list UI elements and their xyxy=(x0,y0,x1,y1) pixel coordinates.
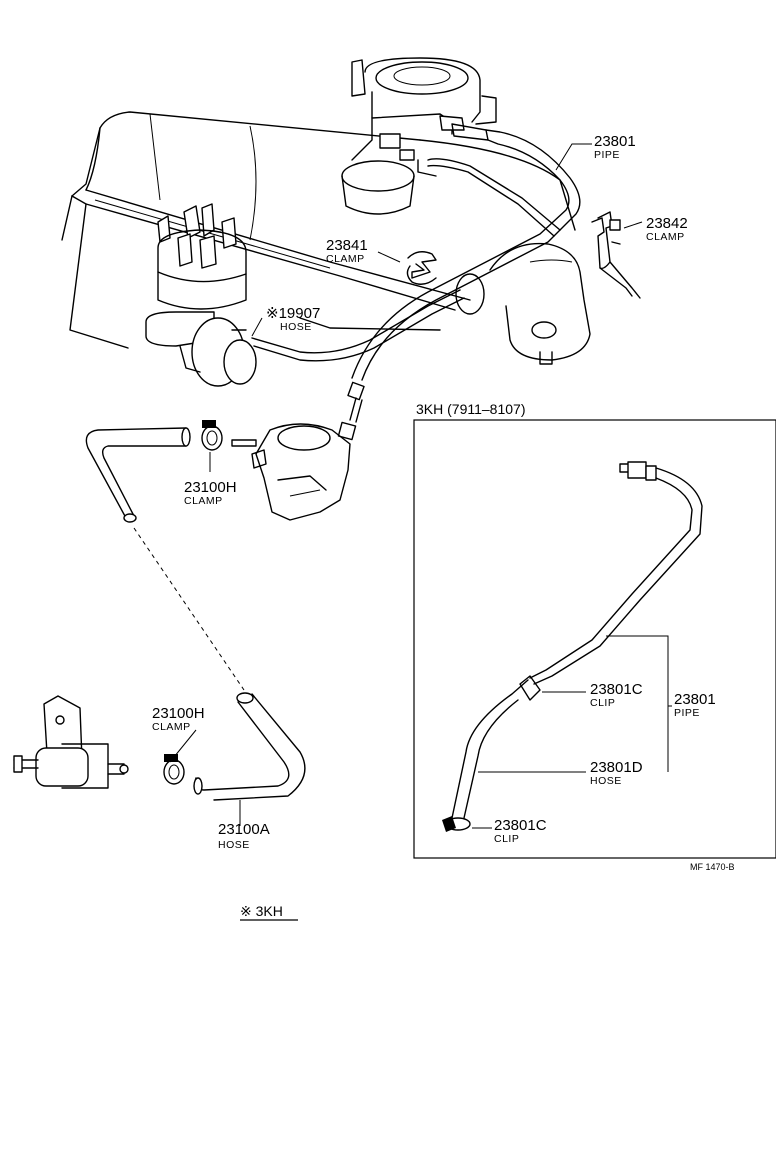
part-name: HOSE xyxy=(218,839,250,851)
label-23801: 23801 PIPE xyxy=(594,133,636,161)
part-name: CLAMP xyxy=(152,721,191,733)
clamp-23100h-bottom xyxy=(163,754,185,785)
figure-code: MF 1470-B xyxy=(690,862,735,872)
part-number: 23801C xyxy=(494,817,547,834)
part-number: 23801D xyxy=(590,759,643,776)
label-23100h-bottom: 23100H CLAMP xyxy=(152,705,205,733)
label-inset-23801d: 23801D HOSE xyxy=(590,759,643,787)
part-name: PIPE xyxy=(674,707,700,719)
part-number: 23801 xyxy=(674,691,716,708)
clamp-23842-shape xyxy=(591,211,641,299)
engine-valve-cover xyxy=(61,111,576,349)
hose-23100a-shape xyxy=(193,692,306,801)
label-23100a: 23100A HOSE xyxy=(218,821,270,851)
part-number: 23801C xyxy=(590,681,643,698)
part-number: 23842 xyxy=(646,215,688,232)
part-name: CLAMP xyxy=(646,231,685,243)
distributor xyxy=(145,203,257,387)
leader-lines xyxy=(169,143,643,826)
hose-upper-left xyxy=(85,427,191,523)
label-19907: ※19907 HOSE xyxy=(266,305,320,333)
part-name: HOSE xyxy=(590,775,622,787)
part-number: 23801 xyxy=(594,133,636,150)
inset-pipe-assembly xyxy=(442,461,703,832)
footnote: ※ 3KH xyxy=(240,903,298,921)
inset-title: 3KH (7911–8107) xyxy=(416,401,525,417)
part-name: CLAMP xyxy=(326,253,365,265)
pipe-fitting xyxy=(337,381,365,441)
label-inset-23801c-lower: 23801C CLIP xyxy=(494,817,547,845)
part-number: 23100A xyxy=(218,821,270,838)
part-name: CLIP xyxy=(590,697,615,709)
inset-frame xyxy=(413,419,776,859)
part-number: ※19907 xyxy=(266,305,320,322)
carburetor xyxy=(351,57,497,177)
dashed-connector xyxy=(133,527,245,691)
part-number: 23100H xyxy=(184,479,237,496)
part-number: 23100H xyxy=(152,705,205,722)
oil-filler-cap xyxy=(341,160,415,215)
fuel-filter xyxy=(13,695,129,789)
label-23841: 23841 CLAMP xyxy=(326,237,368,265)
part-name: PIPE xyxy=(594,149,620,161)
part-name: CLIP xyxy=(494,833,519,845)
clamp-23100h-top xyxy=(201,420,223,451)
part-number: 23841 xyxy=(326,237,368,254)
part-name: CLAMP xyxy=(184,495,223,507)
label-23100h-top: 23100H CLAMP xyxy=(184,479,237,507)
pipe-23801 xyxy=(351,123,581,381)
label-inset-23801c-upper: 23801C CLIP xyxy=(590,681,643,709)
footnote-text: ※ 3KH xyxy=(240,903,283,919)
label-23842: 23842 CLAMP xyxy=(646,215,688,243)
part-name: HOSE xyxy=(280,321,312,333)
clamp-23841-shape xyxy=(406,251,437,285)
inset-leaders xyxy=(472,635,672,829)
hose-19907 xyxy=(251,273,485,362)
fuel-pump xyxy=(231,423,351,521)
label-inset-23801: 23801 PIPE xyxy=(674,691,716,719)
thermostat-housing xyxy=(489,242,591,365)
